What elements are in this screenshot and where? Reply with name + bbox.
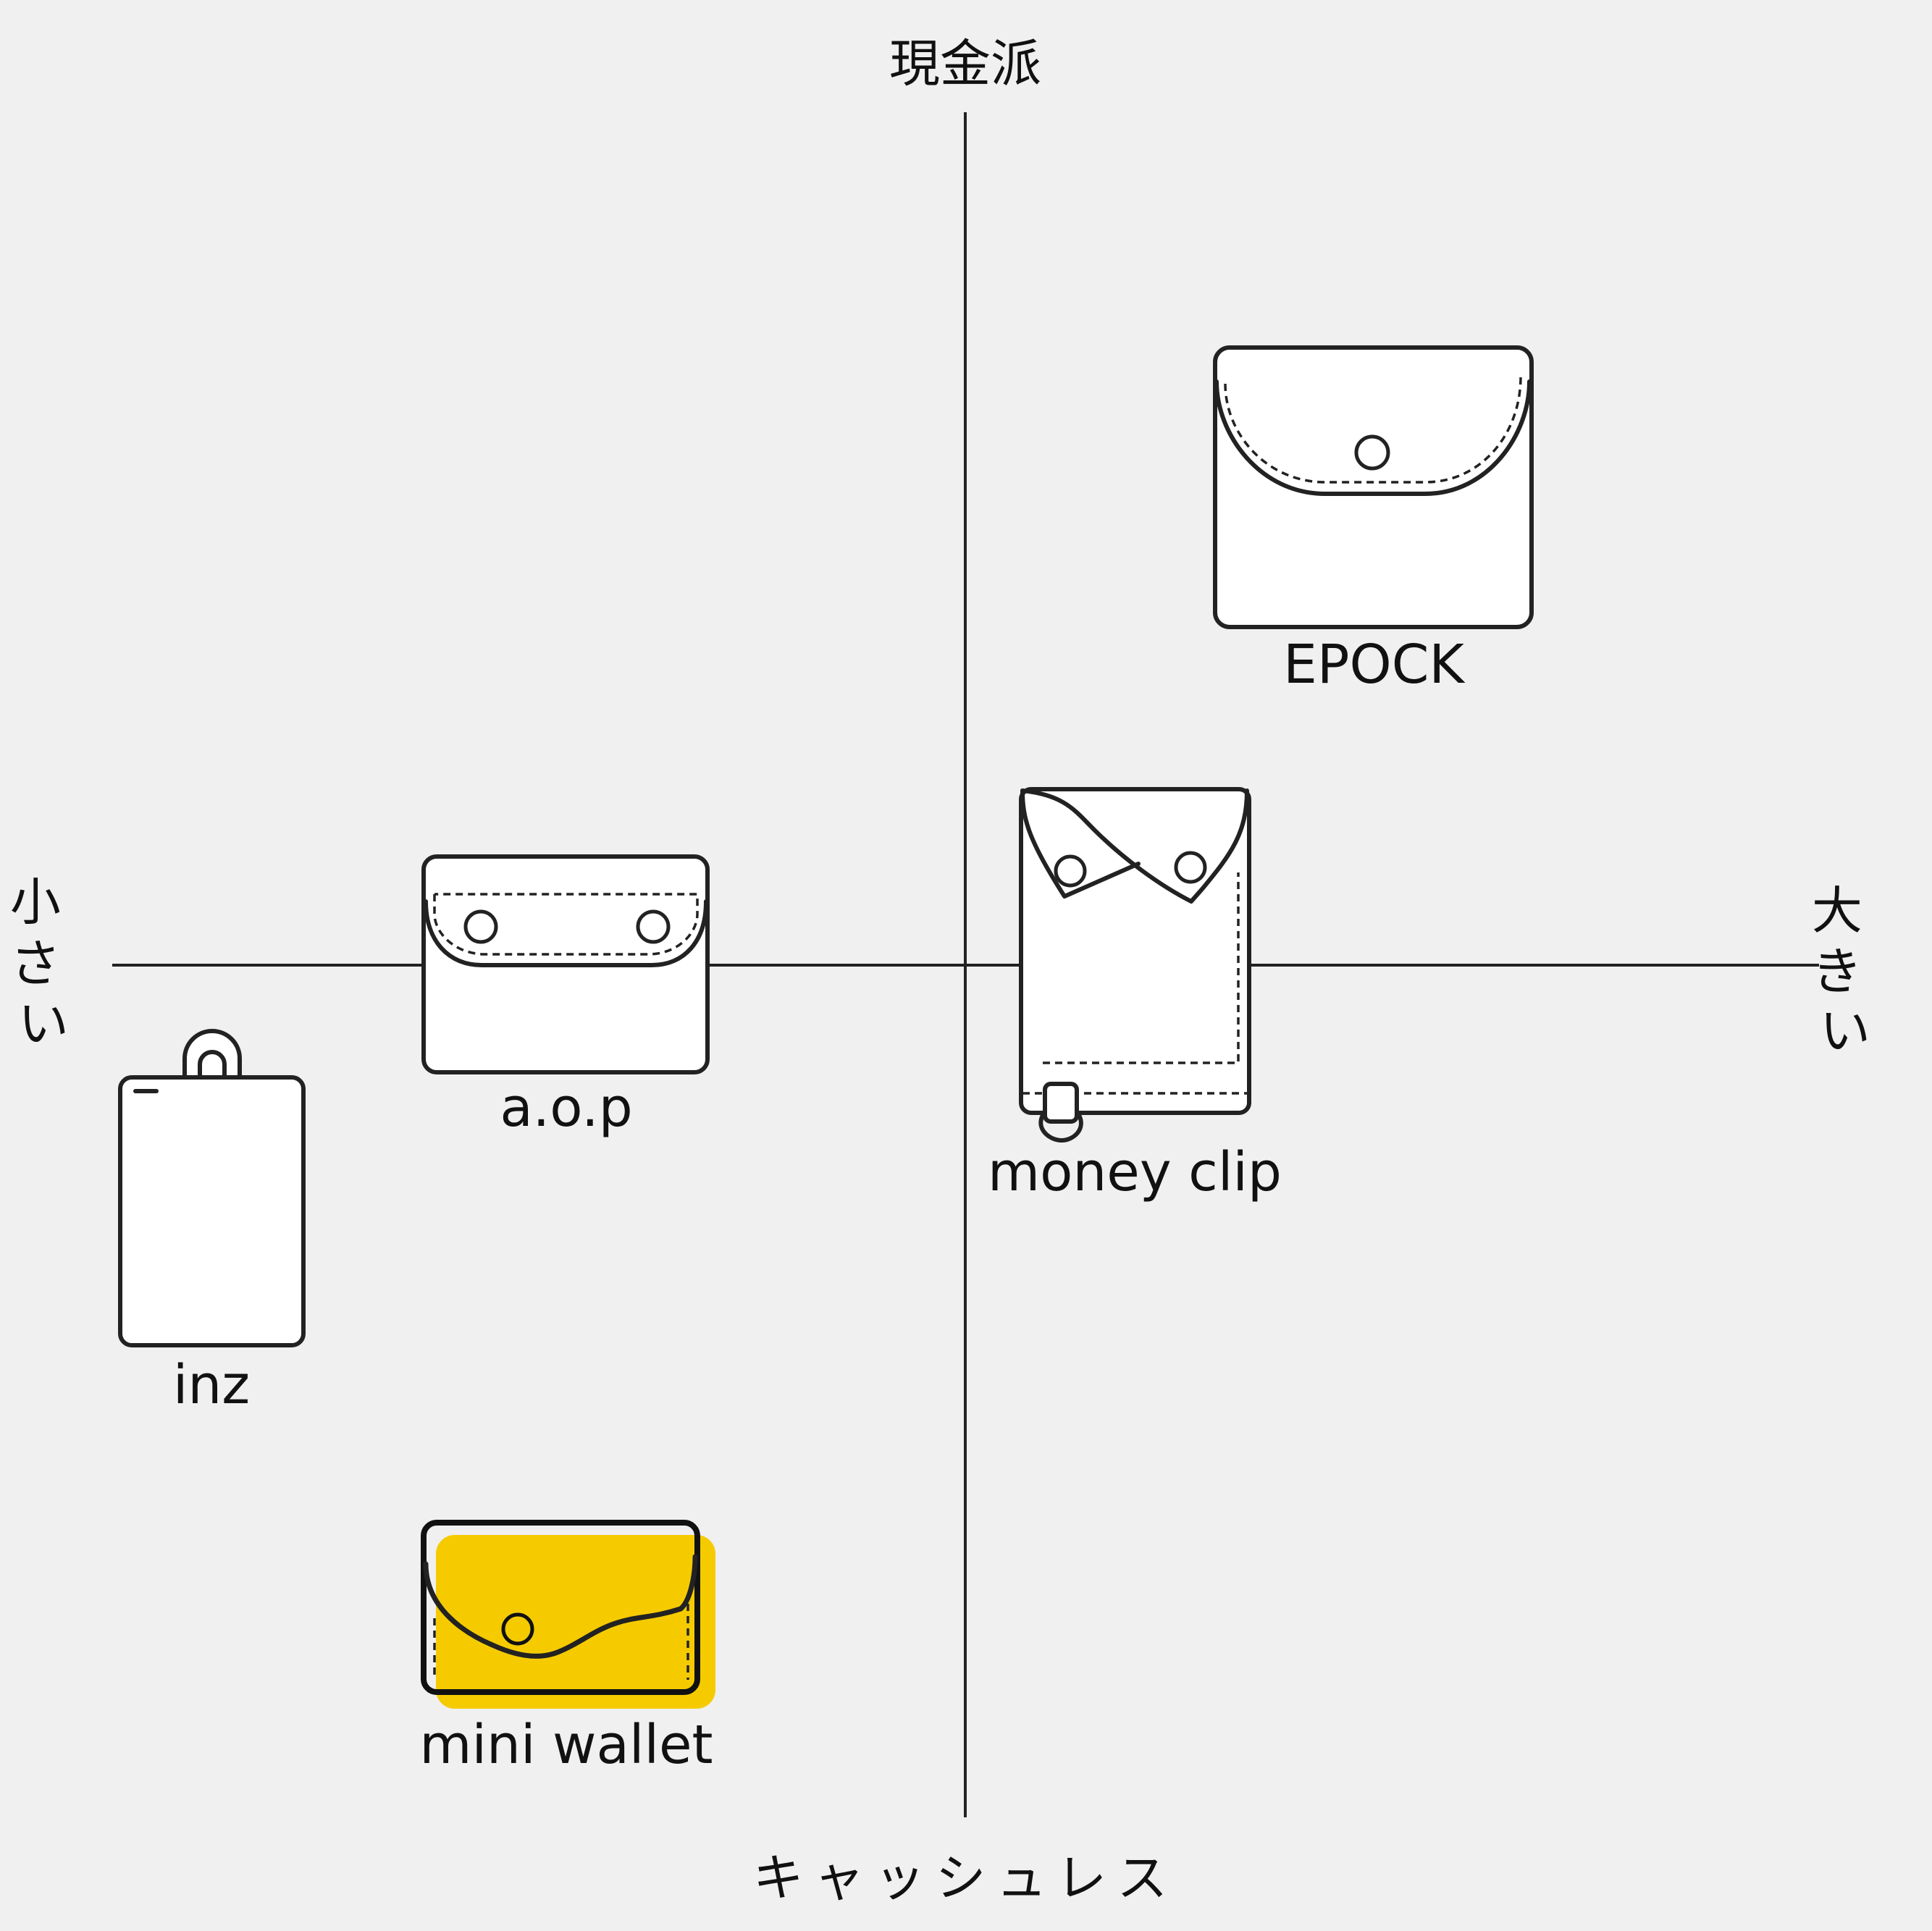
mini-wallet-flap-line <box>423 1554 698 1659</box>
axis-label-top: 現金派 <box>889 34 1041 93</box>
money-clip-snap-left-icon <box>1054 854 1087 888</box>
mini-wallet-icon <box>421 1520 700 1695</box>
money-clip-clasp-icon <box>1043 1082 1079 1124</box>
axis-label-right-char: 大 <box>1812 881 1862 941</box>
money-clip-wallet-icon <box>1019 787 1251 1115</box>
axis-label-left-char: い <box>18 994 69 1053</box>
label-mini-wallet: mini wallet <box>419 1714 713 1776</box>
axis-label-bottom: キャッシュレス <box>753 1848 1178 1908</box>
wallet-aop: a.o.p <box>421 854 710 1139</box>
wallet-money-clip: money clip <box>988 787 1282 1203</box>
epock-wallet-icon <box>1213 345 1534 629</box>
aop-snap-left-icon <box>463 909 498 944</box>
money-clip-flap-right <box>1020 788 1249 904</box>
inz-ring-inner <box>198 1050 227 1079</box>
money-clip-loop <box>1038 1113 1083 1143</box>
inz-wallet-icon <box>118 1075 306 1347</box>
aop-flap-line <box>424 899 708 967</box>
epock-snap-icon <box>1354 434 1390 471</box>
epock-flap-line <box>1214 379 1532 496</box>
mini-wallet-snap-icon <box>501 1612 534 1646</box>
wallet-mini: mini wallet <box>419 1520 715 1776</box>
label-epock: EPOCK <box>1283 634 1466 696</box>
epock-stitch <box>1224 376 1522 484</box>
label-aop: a.o.p <box>500 1077 632 1139</box>
axis-label-left-char: 小 <box>10 872 61 932</box>
label-inz: inz <box>173 1354 250 1416</box>
axis-label-right: 大 き い <box>1812 881 1878 1061</box>
wallet-inz: inz <box>118 1029 306 1416</box>
money-clip-snap-right-icon <box>1174 851 1207 884</box>
aop-snap-right-icon <box>636 909 671 944</box>
aop-stitch <box>433 893 699 956</box>
axis-label-right-char: い <box>1820 1001 1870 1061</box>
label-money-clip: money clip <box>988 1141 1282 1203</box>
axis-label-right-char: き <box>1812 942 1862 1001</box>
wallet-epock: EPOCK <box>1213 345 1534 696</box>
mini-wallet-stitch <box>433 1604 689 1680</box>
axis-label-left: 小 さ い <box>10 872 77 1053</box>
money-clip-flap-left <box>1020 788 1141 899</box>
money-clip-stitch-inner <box>1043 872 1240 1064</box>
axis-label-left-char: さ <box>10 934 61 993</box>
mini-wallet-highlight <box>436 1535 715 1709</box>
